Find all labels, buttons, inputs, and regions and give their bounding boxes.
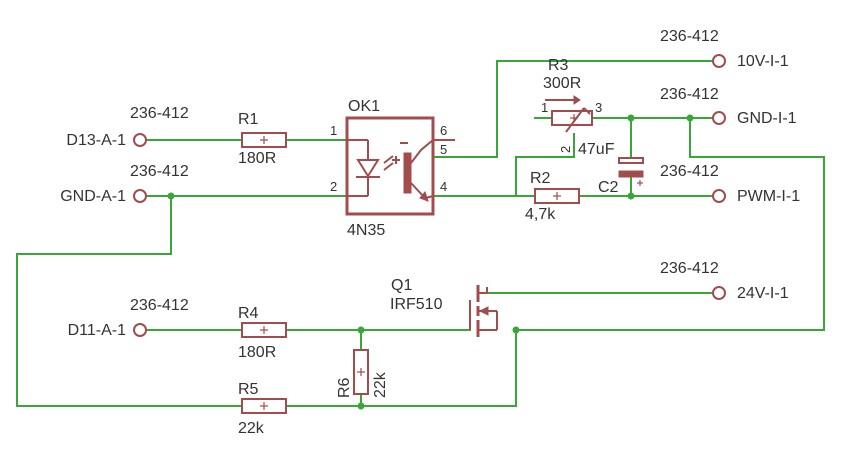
connector-part: 236-412 xyxy=(660,28,719,45)
wire-r3-wiper xyxy=(515,133,575,197)
resistor-name: R5 xyxy=(238,381,259,398)
connector-d11: 236-412 D11-A-1 xyxy=(68,297,189,339)
connector-net: D11-A-1 xyxy=(68,322,126,339)
connector-part: 236-412 xyxy=(660,163,719,180)
wire-gnda-r5 xyxy=(16,195,243,407)
pin-number: 2 xyxy=(558,146,573,153)
junction-dot xyxy=(357,402,365,410)
resistor-body-icon xyxy=(241,322,287,338)
pin-number: 5 xyxy=(440,142,447,157)
capacitor-c2: 47uF C2 xyxy=(578,141,644,196)
resistor-value: 180R xyxy=(238,150,276,167)
resistor-body-icon xyxy=(241,132,287,148)
connector-part: 236-412 xyxy=(660,86,719,103)
resistor-r1: R1 180R xyxy=(238,111,287,167)
connector-terminal-icon xyxy=(712,189,726,203)
resistor-r5: R5 22k xyxy=(238,381,287,437)
connector-net: GND-I-1 xyxy=(737,110,797,127)
pin-number: 2 xyxy=(330,179,337,194)
wire-gndi-source xyxy=(515,117,825,331)
capacitor-plate-icon xyxy=(618,170,644,178)
resistor-body-icon xyxy=(241,398,287,414)
optocoupler-body-icon xyxy=(345,116,435,216)
connector-part: 236-412 xyxy=(130,297,189,314)
optocoupler-value: 4N35 xyxy=(347,222,385,239)
resistor-value: 22k xyxy=(238,420,265,437)
connector-gnd-a: 236-412 GND-A-1 xyxy=(60,163,189,205)
potentiometer-r3: R3 300R 1 2 3 xyxy=(534,57,602,153)
connector-terminal-icon xyxy=(133,323,147,337)
pin-number: 1 xyxy=(541,100,548,115)
connector-terminal-icon xyxy=(712,286,726,300)
resistor-body-icon xyxy=(534,188,580,204)
junction-dot xyxy=(627,114,635,122)
junction-dot xyxy=(512,326,520,334)
pin-number: 4 xyxy=(440,179,447,194)
optocoupler-name: OK1 xyxy=(348,98,380,115)
resistor-r2: R2 4,7k xyxy=(525,170,580,223)
capacitor-name: C2 xyxy=(598,179,619,196)
resistor-r4: R4 180R xyxy=(238,305,287,361)
mosfet-name: Q1 xyxy=(391,277,412,294)
connector-10v: 236-412 10V-I-1 xyxy=(660,28,789,70)
wire-ok1-10v xyxy=(432,60,713,158)
connector-gnd-i: 236-412 GND-I-1 xyxy=(660,86,797,127)
potentiometer-value: 300R xyxy=(543,75,581,92)
mosfet-value: IRF510 xyxy=(390,296,443,313)
capacitor-plate-icon xyxy=(618,157,644,164)
resistor-body-icon xyxy=(353,349,369,395)
connector-24v: 236-412 24V-I-1 xyxy=(660,260,789,302)
resistor-r6: R6 22k xyxy=(336,349,389,398)
resistor-value: 180R xyxy=(238,344,276,361)
resistor-name: R4 xyxy=(238,305,259,322)
connector-pwm: 236-412 PWM-I-1 xyxy=(660,163,800,205)
junction-dot xyxy=(627,192,635,200)
connector-part: 236-412 xyxy=(660,260,719,277)
connector-net: 24V-I-1 xyxy=(737,285,789,302)
connector-net: GND-A-1 xyxy=(60,188,126,205)
connector-terminal-icon xyxy=(712,111,726,125)
connector-net: 10V-I-1 xyxy=(737,53,789,70)
potentiometer-name: R3 xyxy=(548,57,569,74)
connector-part: 236-412 xyxy=(130,105,189,122)
connector-terminal-icon xyxy=(133,189,147,203)
pin-number: 3 xyxy=(595,100,602,115)
mosfet-arrow-icon xyxy=(478,306,489,316)
connector-part: 236-412 xyxy=(130,163,189,180)
connector-net: PWM-I-1 xyxy=(737,188,800,205)
resistor-value: 22k xyxy=(372,371,389,398)
connector-terminal-icon xyxy=(133,133,147,147)
junctions xyxy=(167,114,694,410)
junction-dot xyxy=(357,326,365,334)
junction-dot xyxy=(686,114,694,122)
wire-source-r5 xyxy=(285,329,517,407)
capacitor-value: 47uF xyxy=(578,141,615,158)
pin-number: 6 xyxy=(440,123,447,138)
led-icon xyxy=(356,159,380,178)
pin-number: 1 xyxy=(330,123,337,138)
connector-net: D13-A-1 xyxy=(66,132,126,149)
resistor-value: 4,7k xyxy=(525,206,556,223)
junction-dot xyxy=(167,192,175,200)
connector-d13: 236-412 D13-A-1 xyxy=(66,105,188,149)
resistor-name: R6 xyxy=(336,377,353,398)
phototransistor-icon xyxy=(403,152,412,194)
mosfet-q1: Q1 IRF510 xyxy=(390,277,498,337)
resistor-name: R2 xyxy=(530,170,551,187)
resistor-name: R1 xyxy=(238,111,259,128)
optocoupler-ok1: OK1 4N35 1 2 4 5 6 xyxy=(330,98,455,239)
connector-terminal-icon xyxy=(712,54,726,68)
